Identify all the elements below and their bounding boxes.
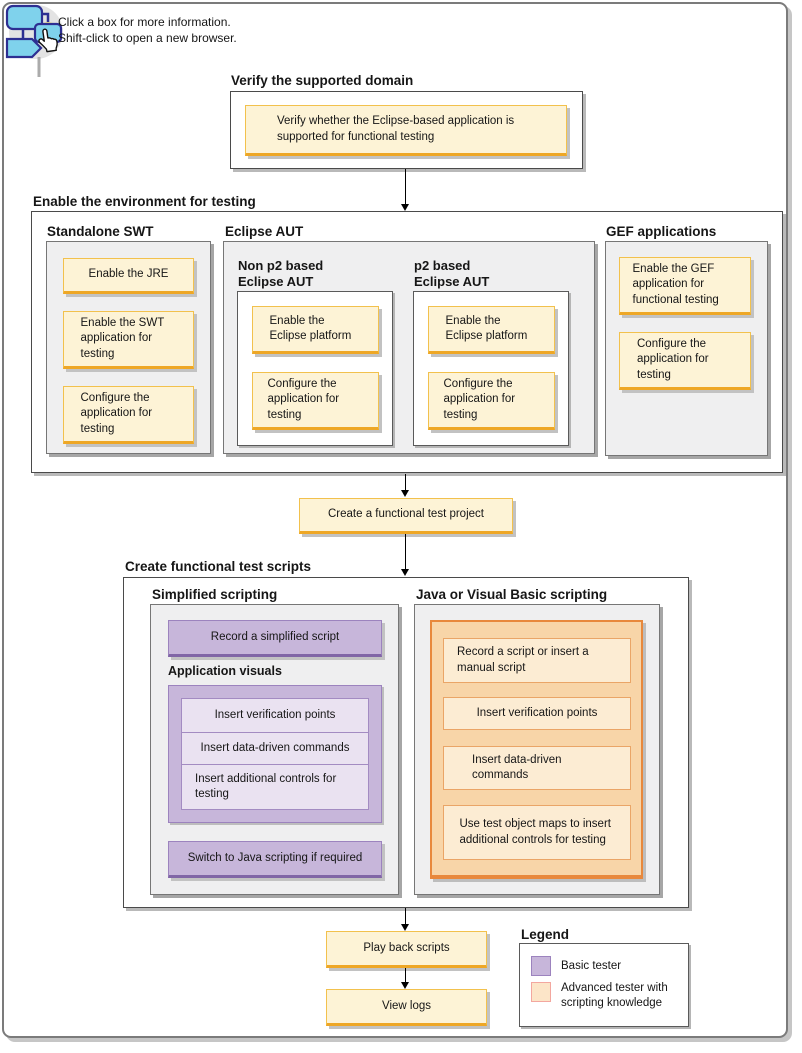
task-enable-eclipse-platform-nonp2[interactable]: Enable the Eclipse platform [252,306,379,354]
legend-swatch-basic-tester [531,956,551,976]
task-verify-supported[interactable]: Verify whether the Eclipse-based applica… [245,105,567,156]
clickable-diagram-icon [5,4,63,77]
standalone-swt-title: Standalone SWT [47,224,154,239]
flow-arrow [401,169,410,211]
task-insert-data-driven-simplified[interactable]: Insert data-driven commands [182,733,368,765]
task-insert-data-driven-java[interactable]: Insert data-driven commands [443,746,631,790]
flow-arrow [401,474,410,497]
verify-section-title: Verify the supported domain [231,73,414,88]
task-switch-to-java[interactable]: Switch to Java scripting if required [168,841,382,878]
non-p2-title: Non p2 based Eclipse AUT [238,258,324,290]
flow-arrow [401,968,410,989]
task-enable-jre[interactable]: Enable the JRE [63,258,194,294]
task-configure-app-nonp2[interactable]: Configure the application for testing [252,372,379,430]
instructions-text: Click a box for more information. Shift-… [58,14,237,46]
task-configure-app-swt[interactable]: Configure the application for testing [63,386,194,444]
task-view-logs[interactable]: View logs [326,989,487,1026]
task-insert-additional-controls-simplified[interactable]: Insert additional controls for testing [195,772,337,800]
task-configure-app-p2[interactable]: Configure the application for testing [428,372,555,430]
flow-arrow [401,908,410,931]
application-visuals-stack: Insert verification points Insert data-d… [181,698,369,810]
task-record-script[interactable]: Record a script or insert a manual scrip… [443,638,631,683]
task-enable-gef-app[interactable]: Enable the GEF application for functiona… [619,257,751,315]
application-visuals-title: Application visuals [168,664,282,678]
instructions-line1: Click a box for more information. [58,15,231,29]
gef-title: GEF applications [606,224,717,239]
task-insert-verification-points-simplified[interactable]: Insert verification points [182,699,368,733]
hand-cursor-icon [38,28,58,53]
task-use-test-object-maps[interactable]: Use test object maps to insert additiona… [443,805,631,860]
legend-title: Legend [521,927,570,942]
legend-swatch-advanced-tester [531,982,551,1002]
task-enable-eclipse-platform-p2[interactable]: Enable the Eclipse platform [428,306,555,354]
task-enable-swt-app[interactable]: Enable the SWT application for testing [63,311,194,369]
eclipse-aut-title: Eclipse AUT [225,224,304,239]
java-vb-title: Java or Visual Basic scripting [416,587,608,602]
task-create-project[interactable]: Create a functional test project [299,498,513,534]
task-record-simplified-script[interactable]: Record a simplified script [168,620,382,657]
create-scripts-title: Create functional test scripts [125,559,312,574]
flow-arrow [401,534,410,576]
task-insert-verification-points-java[interactable]: Insert verification points [443,697,631,730]
legend-label-advanced-tester: Advanced tester with scripting knowledge [561,982,668,1009]
instructions-line2: Shift-click to open a new browser. [58,31,237,46]
simplified-scripting-title: Simplified scripting [152,587,278,602]
enable-env-title: Enable the environment for testing [33,194,256,209]
p2-title: p2 based Eclipse AUT [414,258,490,290]
task-play-back-scripts[interactable]: Play back scripts [326,931,487,968]
task-configure-app-gef[interactable]: Configure the application for testing [619,332,751,390]
legend-label-basic-tester: Basic tester [561,960,622,972]
